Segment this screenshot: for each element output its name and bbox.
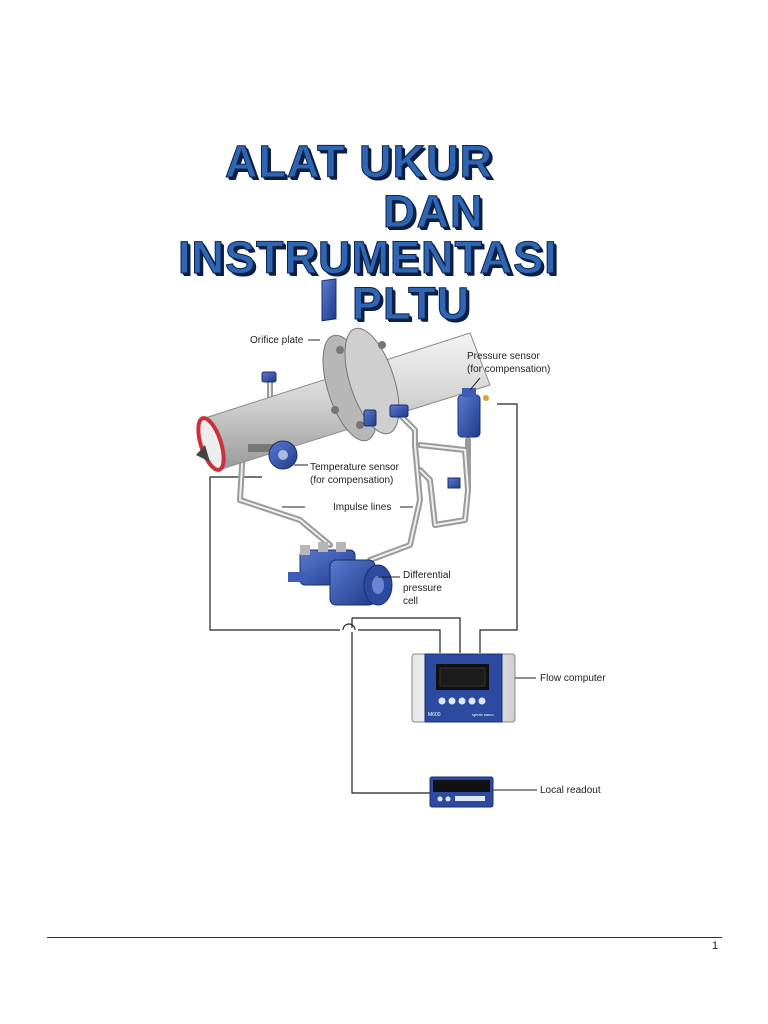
title-line-2: DAN: [383, 186, 484, 237]
label-orifice-plate: Orifice plate: [250, 335, 304, 346]
title-line-3: INSTRUMENTASI: [178, 234, 558, 282]
title-line-4: PLTU: [351, 278, 471, 329]
label-dp-cell-line3: cell: [403, 596, 418, 607]
label-temperature-sensor: Temperature sensor: [310, 462, 400, 473]
label-pressure-sensor: Pressure sensor: [467, 351, 540, 362]
title-line-1: ALAT UKUR: [224, 136, 494, 187]
orifice-plate-flange: [321, 278, 400, 442]
pressure-sensor-device: [447, 388, 489, 489]
label-flow-computer: Flow computer: [540, 673, 606, 684]
label-local-readout: Local readout: [540, 785, 601, 796]
page-number: 1: [712, 940, 719, 952]
document-title: ALAT UKUR DAN INSTRUMENTASI PLTU: [0, 130, 768, 330]
pipe-valves: [261, 371, 409, 427]
label-temperature-sensor-note: (for compensation): [310, 475, 393, 486]
label-impulse-lines: Impulse lines: [333, 502, 391, 513]
label-dp-cell-line2: pressure: [403, 583, 442, 594]
flow-computer-model-text: M600: [428, 712, 441, 718]
local-readout-device: [429, 776, 494, 808]
differential-pressure-cell-device: [288, 542, 393, 606]
temperature-sensor-device: [248, 440, 298, 470]
signal-wires: [209, 403, 518, 794]
label-dp-cell-line1: Differential: [403, 570, 451, 581]
label-pressure-sensor-note: (for compensation): [467, 364, 550, 375]
flow-computer-device: M600 spirax sarco: [411, 653, 516, 723]
footer-divider: [47, 937, 722, 938]
flow-computer-brand-text: spirax sarco: [472, 712, 494, 717]
callout-leaders: [282, 339, 537, 791]
